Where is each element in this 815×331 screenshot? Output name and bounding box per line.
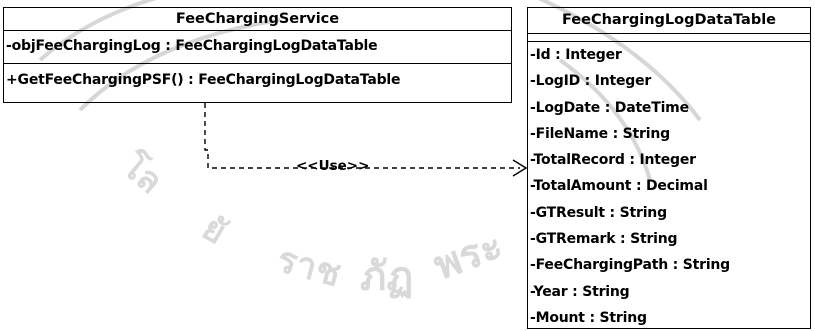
field-row-feechargingpath: -FeeChargingPath : String: [530, 257, 731, 274]
attribute-row: -objFeeChargingLog : FeeChargingLogDataT…: [6, 38, 378, 54]
field-row-id: -Id : Integer: [530, 47, 622, 63]
operation-row: +GetFeeChargingPSF() : FeeChargingLogDat…: [6, 72, 401, 88]
field-row-year: -Year : String: [530, 283, 630, 300]
attributes-section: [528, 34, 810, 42]
svg-text:ภัฏ: ภัฏ: [360, 254, 413, 300]
field-row-filename: -FileName : String: [530, 125, 670, 142]
field-row-totalrecord: -TotalRecord : Integer: [530, 152, 696, 169]
class-fee-charging-log-data-table[interactable]: FeeChargingLogDataTable -Id : Integer -L…: [527, 7, 811, 329]
field-row-logdate: -LogDate : DateTime: [530, 99, 689, 116]
open-arrowhead: [512, 159, 528, 177]
class-name: FeeChargingService: [4, 8, 511, 31]
class-fee-charging-service[interactable]: FeeChargingService -objFeeChargingLog : …: [3, 7, 512, 103]
field-row-gtresult: -GTResult : String: [530, 204, 667, 221]
attributes-section: -objFeeChargingLog : FeeChargingLogDataT…: [4, 31, 511, 64]
use-stereotype-label: <<Use>>: [296, 158, 370, 174]
field-row-mount: -Mount : String: [530, 309, 647, 326]
field-row-totalamount: -TotalAmount : Decimal: [530, 178, 708, 195]
field-row-logid: -LogID : Integer: [530, 73, 652, 90]
class-name: FeeChargingLogDataTable: [528, 8, 810, 34]
field-row-gtremark: -GTRemark : String: [530, 231, 678, 248]
operations-section: -Id : Integer -LogID : Integer -LogDate …: [528, 42, 810, 331]
operations-section: +GetFeeChargingPSF() : FeeChargingLogDat…: [4, 64, 511, 104]
